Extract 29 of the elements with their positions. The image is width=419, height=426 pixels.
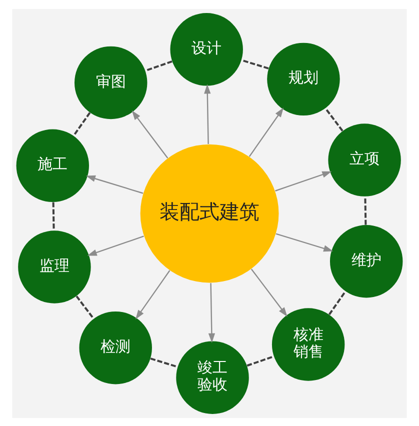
connector [72, 112, 91, 136]
node-circle: 立项 [328, 123, 401, 196]
arrow [204, 84, 211, 144]
connector [364, 196, 367, 224]
connector [52, 202, 55, 230]
connector [241, 58, 269, 69]
node-circle: 监理 [18, 230, 91, 303]
node-circle: 施工 [16, 128, 90, 202]
arrow [248, 107, 284, 156]
connector [324, 107, 344, 131]
arrow [87, 235, 144, 256]
node-circle: 规划 [267, 42, 340, 116]
node-circle: 维护 [330, 224, 403, 298]
connector [145, 60, 172, 72]
arrow [136, 270, 170, 319]
connector [246, 354, 274, 366]
node-circle: 装配式建筑 [140, 144, 279, 282]
connector [328, 290, 346, 315]
arrow [250, 268, 288, 316]
node-circle: 竣工验收 [176, 340, 249, 414]
arrow [275, 170, 332, 191]
arrow [86, 174, 144, 194]
node-circle: 检测 [79, 310, 152, 384]
arrow [208, 282, 216, 342]
arrow [276, 232, 334, 252]
connector [76, 295, 94, 319]
connector [150, 357, 178, 368]
arrow [132, 110, 168, 158]
node-circle: 设计 [170, 12, 243, 86]
